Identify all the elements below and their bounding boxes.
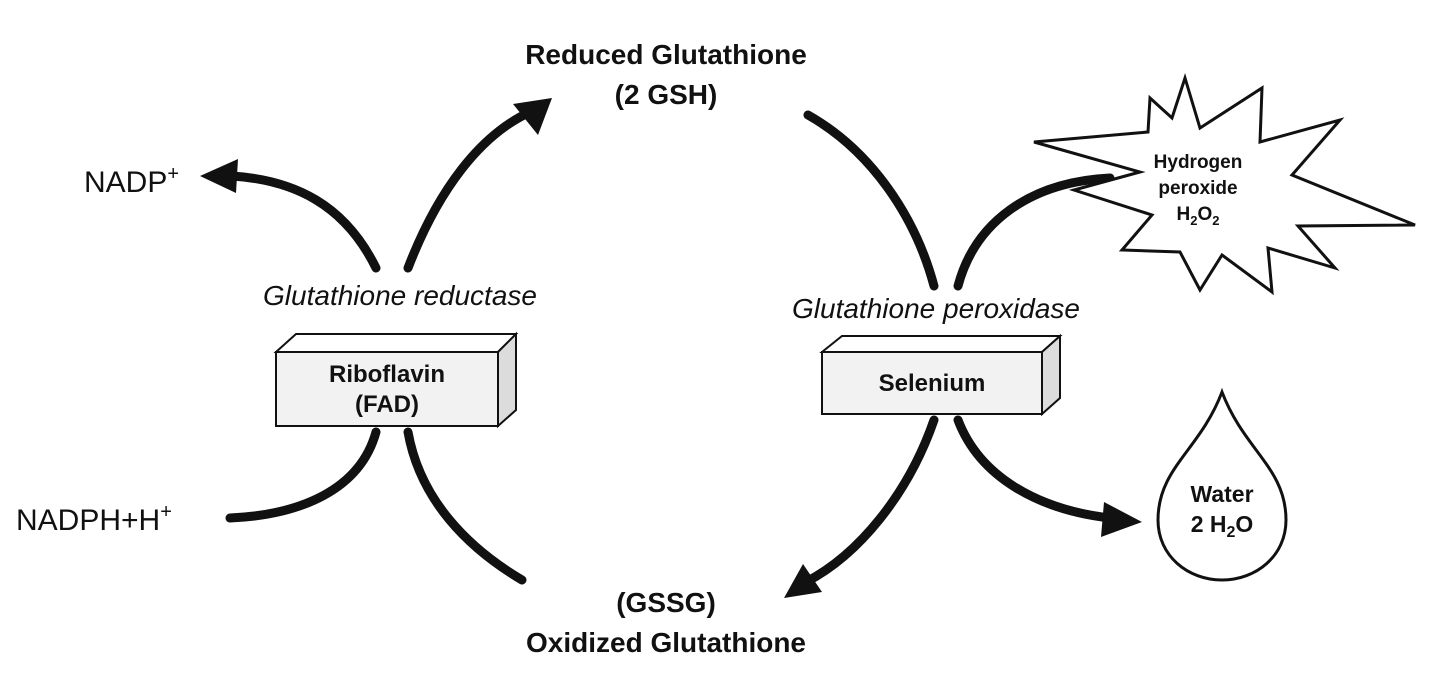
- glutathione-reductase-label: Glutathione reductase: [263, 280, 537, 311]
- reduced-glutathione-formula: (2 GSH): [615, 79, 718, 110]
- arc-peroxidase-to-water: [953, 415, 1115, 523]
- riboflavin-box-top: [273, 333, 519, 353]
- arc-oxidized-glutathione-to-reductase: [403, 427, 527, 585]
- h2o2-formula: H2O2: [1177, 204, 1220, 228]
- cycle-arrows: [225, 107, 1115, 587]
- starburst-icon: [1033, 72, 1416, 296]
- riboflavin-label: Riboflavin: [329, 361, 445, 388]
- arc-peroxidase-to-oxidized-glutathione: [801, 415, 939, 587]
- arc-h2o2-to-peroxidase: [953, 173, 1115, 291]
- arrowhead-to-nadp: [200, 159, 238, 193]
- hydrogen-label: Hydrogen: [1154, 152, 1243, 173]
- droplet-icon: [1156, 387, 1288, 582]
- water-label: Water: [1190, 481, 1253, 507]
- peroxide-label: peroxide: [1158, 178, 1237, 199]
- arrowheads: [200, 98, 1142, 598]
- arrowhead-to-oxidized-glutathione: [784, 564, 822, 598]
- reduced-glutathione-label: Reduced Glutathione: [525, 39, 807, 70]
- oxidized-glutathione-label: Oxidized Glutathione: [526, 627, 806, 658]
- glutathione-peroxidase-label: Glutathione peroxidase: [792, 293, 1080, 324]
- oxidized-glutathione-formula: (GSSG): [616, 587, 716, 618]
- riboflavin-box: Riboflavin (FAD): [273, 331, 519, 429]
- nadph-label: NADPH+H+: [16, 501, 172, 537]
- nadp-label: NADP+: [84, 163, 179, 199]
- arc-nadph-to-reductase: [225, 427, 381, 523]
- arrowhead-to-reduced-glutathione: [513, 98, 552, 135]
- selenium-label: Selenium: [879, 370, 986, 397]
- arc-reduced-glutathione-to-peroxidase: [803, 110, 939, 291]
- arrowhead-to-water: [1101, 502, 1142, 537]
- fad-label: (FAD): [355, 391, 419, 418]
- water-formula: 2 H2O: [1191, 511, 1254, 541]
- selenium-box-face: [821, 351, 1043, 415]
- selenium-box: Selenium: [819, 333, 1063, 417]
- hydrogen-peroxide-starburst: Hydrogen peroxide H2O2: [1033, 72, 1416, 296]
- water-droplet: Water 2 H2O: [1156, 387, 1288, 582]
- riboflavin-box-face: [275, 351, 499, 427]
- arc-reductase-to-reduced-glutathione: [403, 107, 535, 273]
- selenium-box-top: [819, 335, 1063, 353]
- arc-reductase-to-nadp: [227, 171, 381, 273]
